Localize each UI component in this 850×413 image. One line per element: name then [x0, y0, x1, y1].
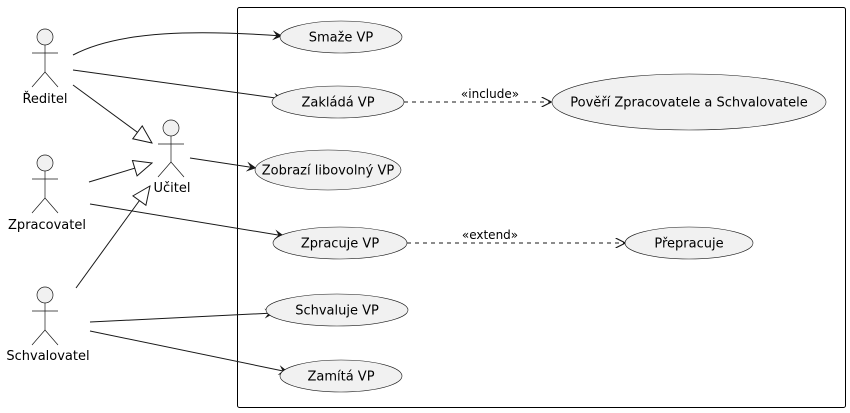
usecase-smaze[interactable]: Smaže VP	[279, 20, 403, 54]
usecase-schvaluje-label: Schvaluje VP	[295, 304, 379, 319]
include-label: «include»	[461, 87, 519, 101]
usecase-zaklada[interactable]: Zakládá VP	[271, 85, 405, 119]
usecase-zpracuje[interactable]: Zpracuje VP	[272, 226, 408, 260]
actor-zpracovatel-icon	[31, 154, 59, 214]
association-reditel-smaze	[72, 30, 283, 56]
usecase-poveri[interactable]: Pověří Zpracovatele a Schvalovatele	[551, 73, 827, 131]
usecase-zamita-label: Zamítá VP	[307, 370, 374, 385]
actor-reditel[interactable]: Ředitel	[22, 28, 68, 107]
extend-label: «extend»	[462, 228, 518, 242]
association-zpracovatel-zpracuje	[89, 203, 285, 240]
actor-ucitel-label: Učitel	[154, 181, 191, 196]
usecase-zobrazi[interactable]: Zobrazí libovolný VP	[254, 149, 402, 191]
actor-schvalovatel[interactable]: Schvalovatel	[6, 286, 90, 364]
generalization-reditel-ucitel	[72, 84, 152, 143]
generalization-zpracovatel-ucitel	[88, 163, 152, 183]
usecase-prepracuje[interactable]: Přepracuje	[624, 226, 754, 260]
usecase-zobrazi-label: Zobrazí libovolný VP	[262, 164, 395, 179]
association-schvalovatel-zamita	[89, 330, 289, 375]
generalization-schvalovatel-ucitel	[75, 186, 150, 289]
actor-reditel-icon	[31, 28, 59, 88]
actor-zpracovatel[interactable]: Zpracovatel	[8, 154, 86, 233]
usecase-prepracuje-label: Přepracuje	[654, 237, 723, 252]
usecase-poveri-label: Pověří Zpracovatele a Schvalovatele	[570, 96, 808, 111]
actor-ucitel-icon	[157, 119, 185, 178]
association-ucitel-zobrazi	[189, 157, 257, 172]
actor-reditel-label: Ředitel	[22, 91, 67, 107]
actor-schvalovatel-label: Schvalovatel	[6, 349, 89, 364]
usecase-zamita[interactable]: Zamítá VP	[279, 359, 403, 393]
usecase-zpracuje-label: Zpracuje VP	[301, 237, 379, 252]
usecase-zaklada-label: Zakládá VP	[301, 96, 374, 111]
system-boundary	[237, 7, 846, 408]
association-schvalovatel-schvaluje	[89, 308, 275, 323]
association-reditel-zaklada	[72, 69, 284, 103]
usecase-smaze-label: Smaže VP	[309, 31, 374, 46]
actor-ucitel[interactable]: Učitel	[154, 119, 191, 196]
usecase-schvaluje[interactable]: Schvaluje VP	[265, 293, 409, 327]
actor-zpracovatel-label: Zpracovatel	[8, 218, 86, 233]
actor-schvalovatel-icon	[31, 286, 59, 346]
